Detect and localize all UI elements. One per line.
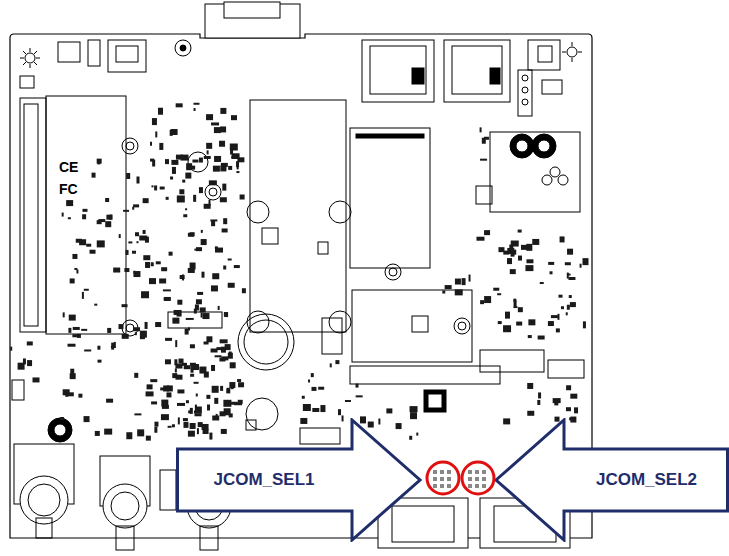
highlight-circle (462, 462, 494, 494)
callout-label: JCOM_SEL2 (596, 470, 697, 490)
highlight-circle (427, 462, 459, 494)
callout-arrow: JCOM_SEL2 (494, 418, 729, 542)
arrow-outline (496, 420, 728, 540)
arrow-outline (178, 420, 421, 540)
callout-label: JCOM_SEL1 (213, 470, 314, 490)
callout-arrow: JCOM_SEL1 (176, 418, 422, 542)
board-marking: FC (58, 182, 79, 196)
board-marking: CE (58, 160, 79, 174)
